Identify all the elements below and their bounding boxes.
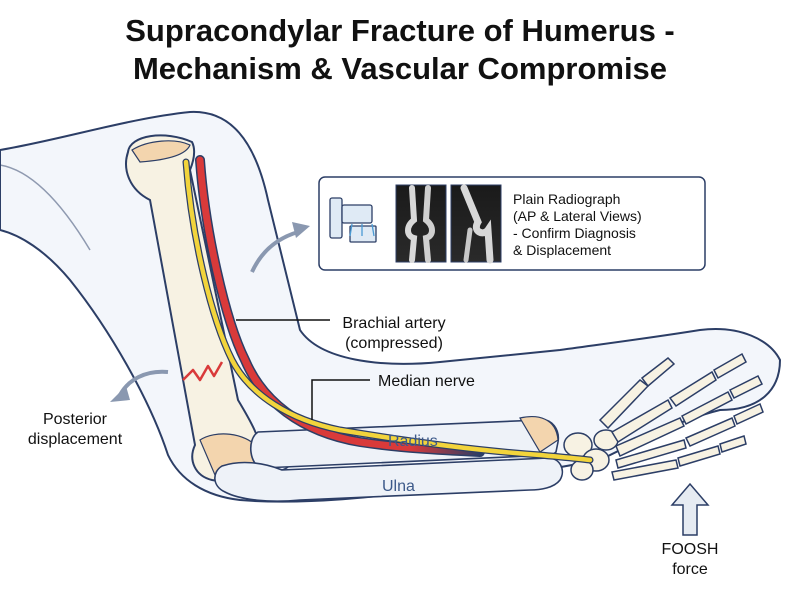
title-line-2: Mechanism & Vascular Compromise xyxy=(132,51,668,86)
median-nerve-label: Median nerve xyxy=(378,373,475,390)
radius-label: Radius xyxy=(388,433,438,450)
xray-ap-image xyxy=(395,184,447,263)
callout-line-2: (AP & Lateral Views) xyxy=(513,208,642,224)
foosh-sublabel: force xyxy=(672,561,708,578)
radiograph-callout-text: Plain Radiograph (AP & Lateral Views) - … xyxy=(513,191,683,259)
ulna-bone xyxy=(214,457,564,502)
title-line-1: Supracondylar Fracture of Humerus - xyxy=(125,13,675,48)
ulna-label: Ulna xyxy=(382,478,415,495)
callout-line-4: & Displacement xyxy=(513,242,612,258)
hand-skeleton xyxy=(563,352,764,481)
fracture-zigzag-icon xyxy=(182,361,224,382)
brachial-artery-label: Brachial artery xyxy=(342,315,445,332)
callout-arrow-icon xyxy=(250,230,299,273)
page-title: Supracondylar Fracture of Humerus - Mech… xyxy=(0,12,800,88)
xray-machine-icon xyxy=(329,197,377,243)
xray-lateral-image xyxy=(450,184,502,264)
foosh-arrow-icon xyxy=(670,482,710,536)
callout-line-1: Plain Radiograph xyxy=(513,191,621,207)
foosh-label: FOOSH xyxy=(662,541,719,558)
brachial-artery-sublabel: (compressed) xyxy=(345,335,443,352)
posterior-displacement-label: Posterior xyxy=(43,411,108,428)
posterior-displacement-sublabel: displacement xyxy=(28,431,123,448)
callout-line-3: - Confirm Diagnosis xyxy=(513,225,636,241)
